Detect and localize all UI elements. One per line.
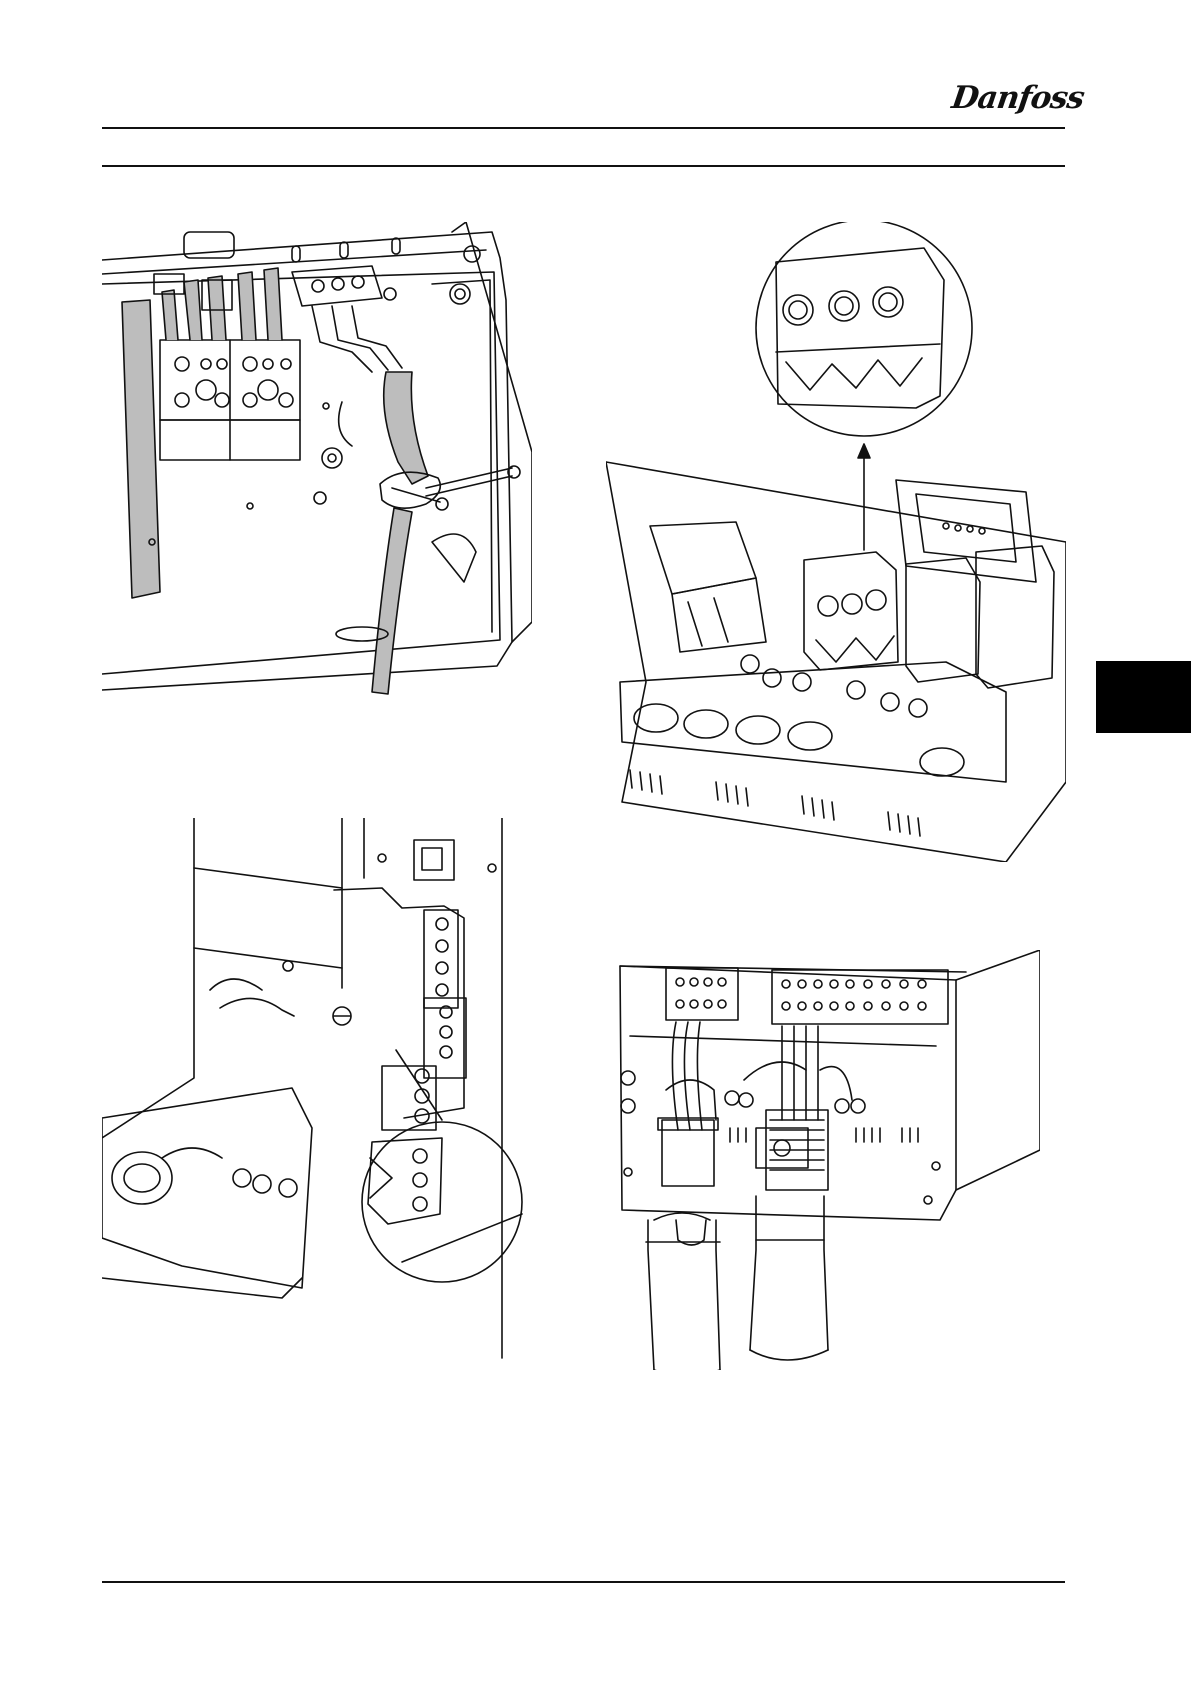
danfoss-logo: Danfoss xyxy=(952,78,1068,122)
footer-rule xyxy=(102,1581,1065,1583)
figure-cable-clamp xyxy=(102,222,532,737)
cable-clamp-illustration xyxy=(102,222,532,737)
header-rule-top xyxy=(102,127,1065,129)
figure-cable-gland xyxy=(606,950,1040,1370)
chapter-tab xyxy=(1096,661,1191,733)
figure-relay-terminal xyxy=(606,222,1066,862)
cable-gland-illustration xyxy=(606,950,1040,1370)
figure-terminal-block xyxy=(102,818,562,1366)
relay-terminal-illustration xyxy=(606,222,1066,862)
header-rule-bottom xyxy=(102,165,1065,167)
terminal-block-illustration xyxy=(102,818,562,1366)
brand-wordmark: Danfoss xyxy=(949,78,1086,118)
